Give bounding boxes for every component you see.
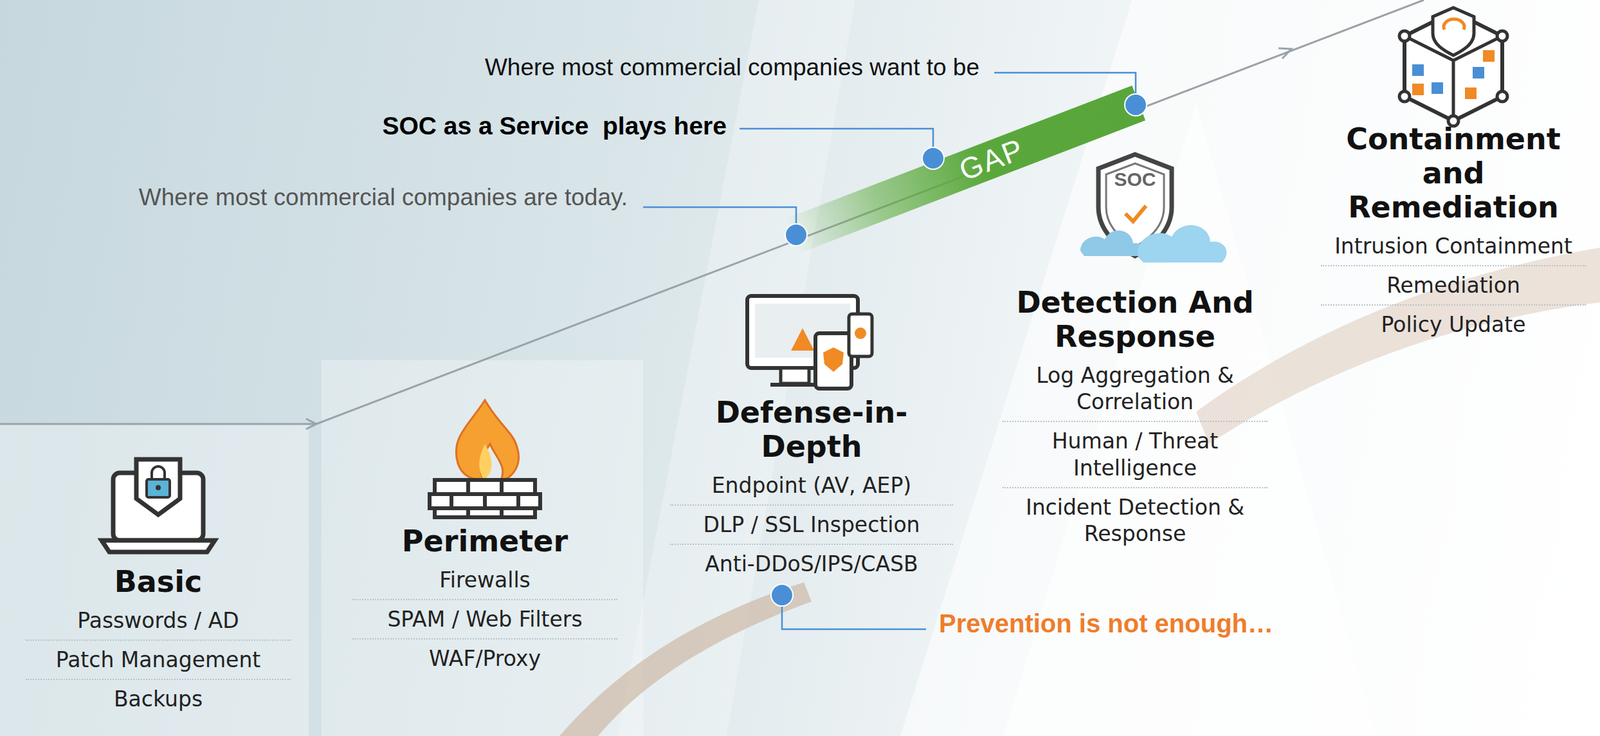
stage-item: Endpoint (AV, AEP) [670,466,954,505]
stage-item: Passwords / AD [25,601,291,640]
stage-item: Firewalls [352,560,618,599]
icon-text: SOC [1113,168,1156,191]
annotation: SOC as a Service plays here [382,111,728,141]
stage-item: Human / Threat Intelligence [1002,420,1268,487]
gap-label: GAP [954,131,1029,188]
stage-item: WAF/Proxy [352,637,618,678]
stage-heading: Detection And Response [1006,285,1264,354]
firewall-icon [429,400,541,518]
stage-item: SPAM / Web Filters [352,598,618,638]
annotation: Where most commercial companies are toda… [138,183,628,211]
maturity-stage: Defense-in-DepthEndpoint (AV, AEP)DLP / … [670,395,954,584]
stage-item: Policy Update [1320,304,1586,344]
stage-heading: Basic [36,564,281,599]
annotation: Where most commercial companies want to … [484,54,980,82]
maturity-stage: Detection And ResponseLog Aggregation & … [1002,285,1268,553]
maturity-stage: PerimeterFirewallsSPAM / Web FiltersWAF/… [352,524,618,678]
stage-item: Incident Detection & Response [1002,486,1268,554]
stage-item: Patch Management [25,639,291,679]
devices-icon [747,295,873,389]
stage-item: Anti-DDoS/IPS/CASB [670,543,954,583]
stage-item: Remediation [1320,264,1586,305]
laptop-icon [101,459,215,552]
stage-heading: Containment and Remediation [1334,122,1573,225]
stage-heading: Defense-in-Depth [689,395,934,464]
stage-item: Log Aggregation & Correlation [1002,356,1268,422]
maturity-stage: BasicPasswords / ADPatch ManagementBacku… [25,564,291,719]
maturity-stage: Containment and RemediationIntrusion Con… [1320,122,1586,344]
gap-band: GAP [783,85,1146,255]
cube-icon [1399,7,1508,127]
annotation: Prevention is not enough… [938,609,1274,638]
stage-item: Backups [25,678,291,718]
stage-item: Intrusion Containment [1320,227,1586,265]
soc-shield-icon [1080,154,1227,263]
stage-heading: Perimeter [362,524,608,559]
stage-item: DLP / SSL Inspection [670,504,954,544]
